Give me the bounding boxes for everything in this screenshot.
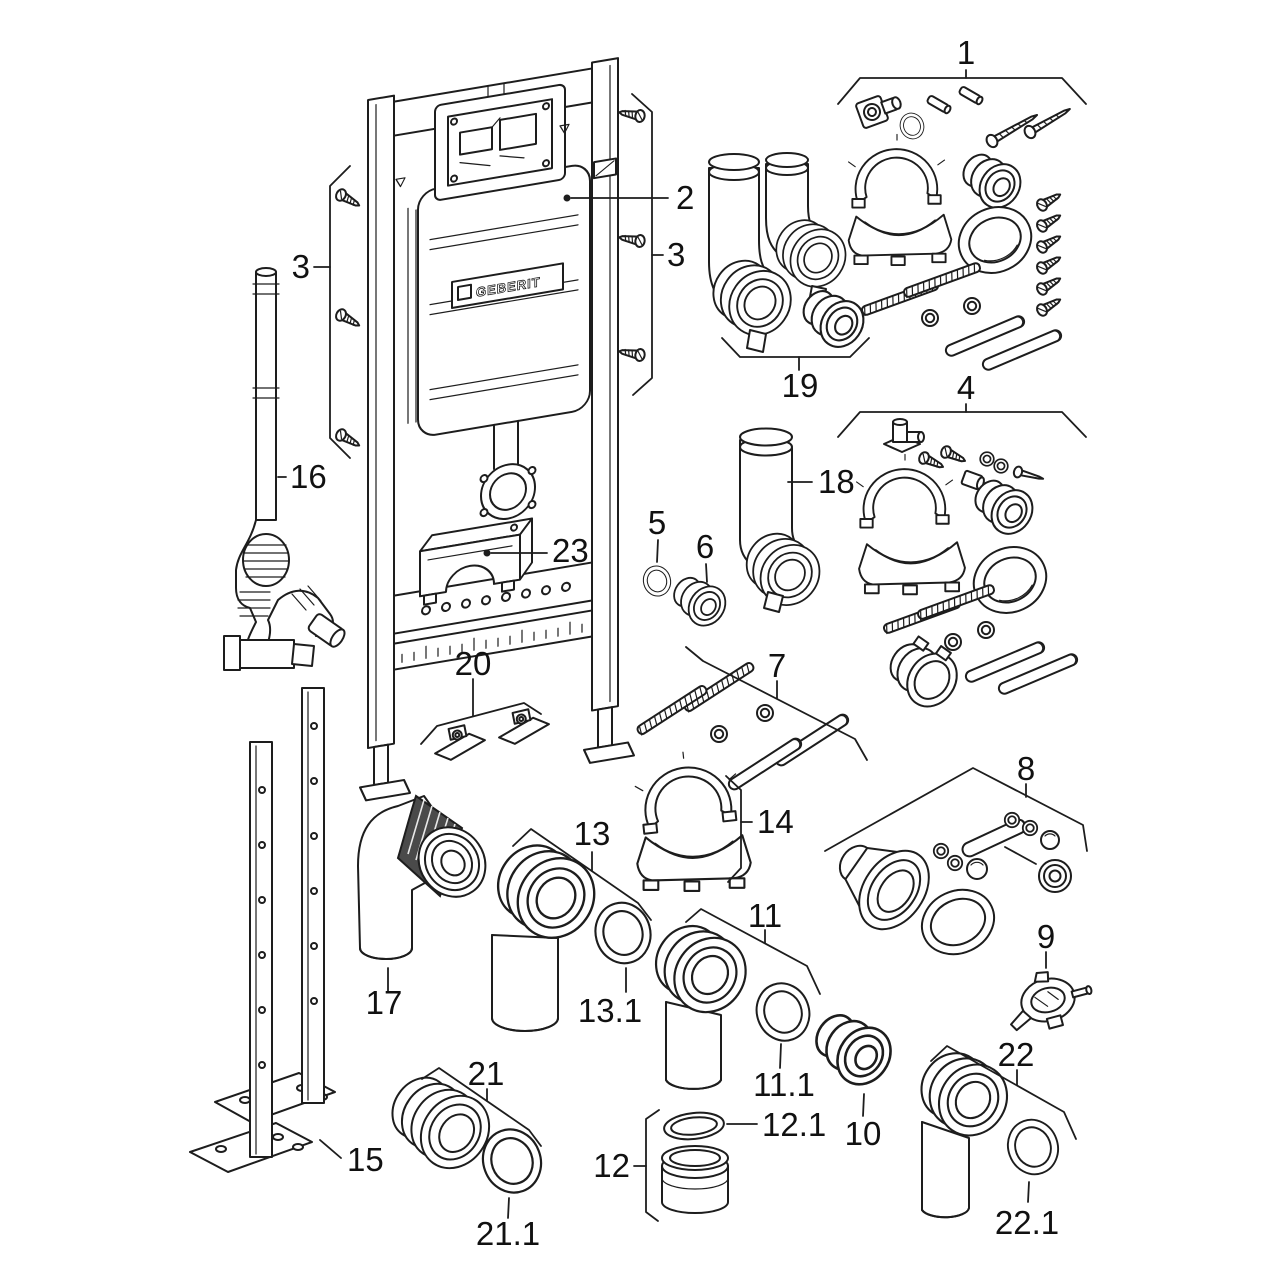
part-12-socket-cup <box>661 1145 729 1214</box>
callout-20-label: 20 <box>455 645 492 682</box>
callout-21: 21 <box>421 1055 542 1147</box>
callout-3-left: 3 <box>292 165 351 459</box>
callout-16: 16 <box>277 458 327 495</box>
part-6-sleeve <box>664 567 734 634</box>
callout-18: 18 <box>787 463 855 500</box>
callout-17: 17 <box>366 967 403 1021</box>
part-17-corrugated-elbow <box>357 794 487 960</box>
callout-17-label: 17 <box>366 984 403 1021</box>
callout-4-label: 4 <box>957 369 975 406</box>
part-21-double-socket <box>391 1076 491 1170</box>
callout-1-label: 1 <box>957 34 975 71</box>
callout-1: 1 <box>837 34 1087 105</box>
callout-9-label: 9 <box>1037 918 1055 955</box>
callout-22-label: 22 <box>998 1036 1035 1073</box>
callout-13: 13 <box>512 815 652 921</box>
part-22-1-seal <box>999 1111 1067 1183</box>
callout-22-1: 22.1 <box>995 1181 1059 1241</box>
callout-13-1-label: 13.1 <box>578 992 642 1029</box>
part-12-1-flat-seal <box>663 1111 725 1141</box>
callout-19-label: 19 <box>782 367 819 404</box>
callout-21-1: 21.1 <box>476 1197 540 1252</box>
callout-11-1-label: 11.1 <box>753 1066 815 1103</box>
callout-7-label: 7 <box>768 647 786 684</box>
part-8-connection-set <box>838 811 1072 956</box>
callout-23-label: 23 <box>552 532 589 569</box>
callout-8-label: 8 <box>1017 750 1035 787</box>
part-14-pipe-clamp <box>631 746 752 893</box>
part-9-actuator <box>1010 971 1093 1032</box>
part-11-1-seal <box>747 974 819 1050</box>
callout-20: 20 <box>420 645 542 745</box>
part-19-flush-bends <box>699 152 874 357</box>
callout-12-label: 12 <box>593 1147 630 1184</box>
callout-11-label: 11 <box>748 897 782 934</box>
callout-12-1: 12.1 <box>726 1106 826 1143</box>
part-10-sleeve <box>802 1000 903 1096</box>
part-13-1-seal <box>587 895 659 971</box>
callout-12: 12 <box>593 1109 660 1222</box>
callout-5-label: 5 <box>648 504 666 541</box>
callout-10-label: 10 <box>845 1115 882 1152</box>
flush-access-panel <box>395 83 570 201</box>
part-20-mounting-feet <box>431 706 552 763</box>
clamped-sleeve <box>889 635 958 708</box>
callout-15-label: 15 <box>347 1141 384 1178</box>
part-5-oring <box>639 562 675 600</box>
callout-13-1: 13.1 <box>578 967 642 1029</box>
callout-3-right-label: 3 <box>667 236 685 273</box>
callout-14: 14 <box>725 775 794 883</box>
mid-rail-holes <box>421 581 571 616</box>
part-22-pan-elbow <box>906 1037 1022 1219</box>
callout-5: 5 <box>648 504 666 563</box>
callout-6: 6 <box>696 528 714 583</box>
callout-6-label: 6 <box>696 528 714 565</box>
callout-4: 4 <box>837 369 1087 438</box>
part-18-flush-bend <box>733 427 833 618</box>
callout-16-label: 16 <box>290 458 327 495</box>
callout-13-label: 13 <box>574 815 611 852</box>
part-16-supply-pipe <box>223 267 346 671</box>
callout-14-label: 14 <box>757 803 794 840</box>
mounting-frame: GEBERIT <box>359 57 635 802</box>
callout-21-1-label: 21.1 <box>476 1215 540 1252</box>
callout-22-1-label: 22.1 <box>995 1204 1059 1241</box>
callout-19: 19 <box>721 337 870 404</box>
callout-12-1-label: 12.1 <box>762 1106 826 1143</box>
callout-11: 11 <box>685 897 821 995</box>
callout-11-1: 11.1 <box>753 1043 815 1103</box>
brand-bar: GEBERIT <box>451 262 564 309</box>
callout-8: 8 <box>824 750 1088 852</box>
callout-15: 15 <box>319 1139 384 1178</box>
callout-23: 23 <box>483 532 589 569</box>
callout-9: 9 <box>1037 918 1055 969</box>
callout-7: 7 <box>685 646 868 761</box>
part-4-fastening-set <box>855 418 1080 708</box>
support-bracket-23 <box>419 517 533 606</box>
callout-3-left-label: 3 <box>292 248 310 285</box>
callout-10: 10 <box>845 1093 882 1152</box>
part-15-floor-rails <box>189 687 336 1173</box>
callout-21-label: 21 <box>468 1055 505 1092</box>
callout-2-label: 2 <box>676 179 694 216</box>
callout-18-label: 18 <box>818 463 855 500</box>
callout-22: 22 <box>930 1036 1077 1140</box>
part-11-pan-elbow <box>639 909 762 1090</box>
brand-logo-square <box>457 283 472 301</box>
callout-3-right: 3 <box>631 93 685 396</box>
part-1-fastening-set <box>847 86 1071 373</box>
part-13-pan-elbow <box>480 827 611 1032</box>
